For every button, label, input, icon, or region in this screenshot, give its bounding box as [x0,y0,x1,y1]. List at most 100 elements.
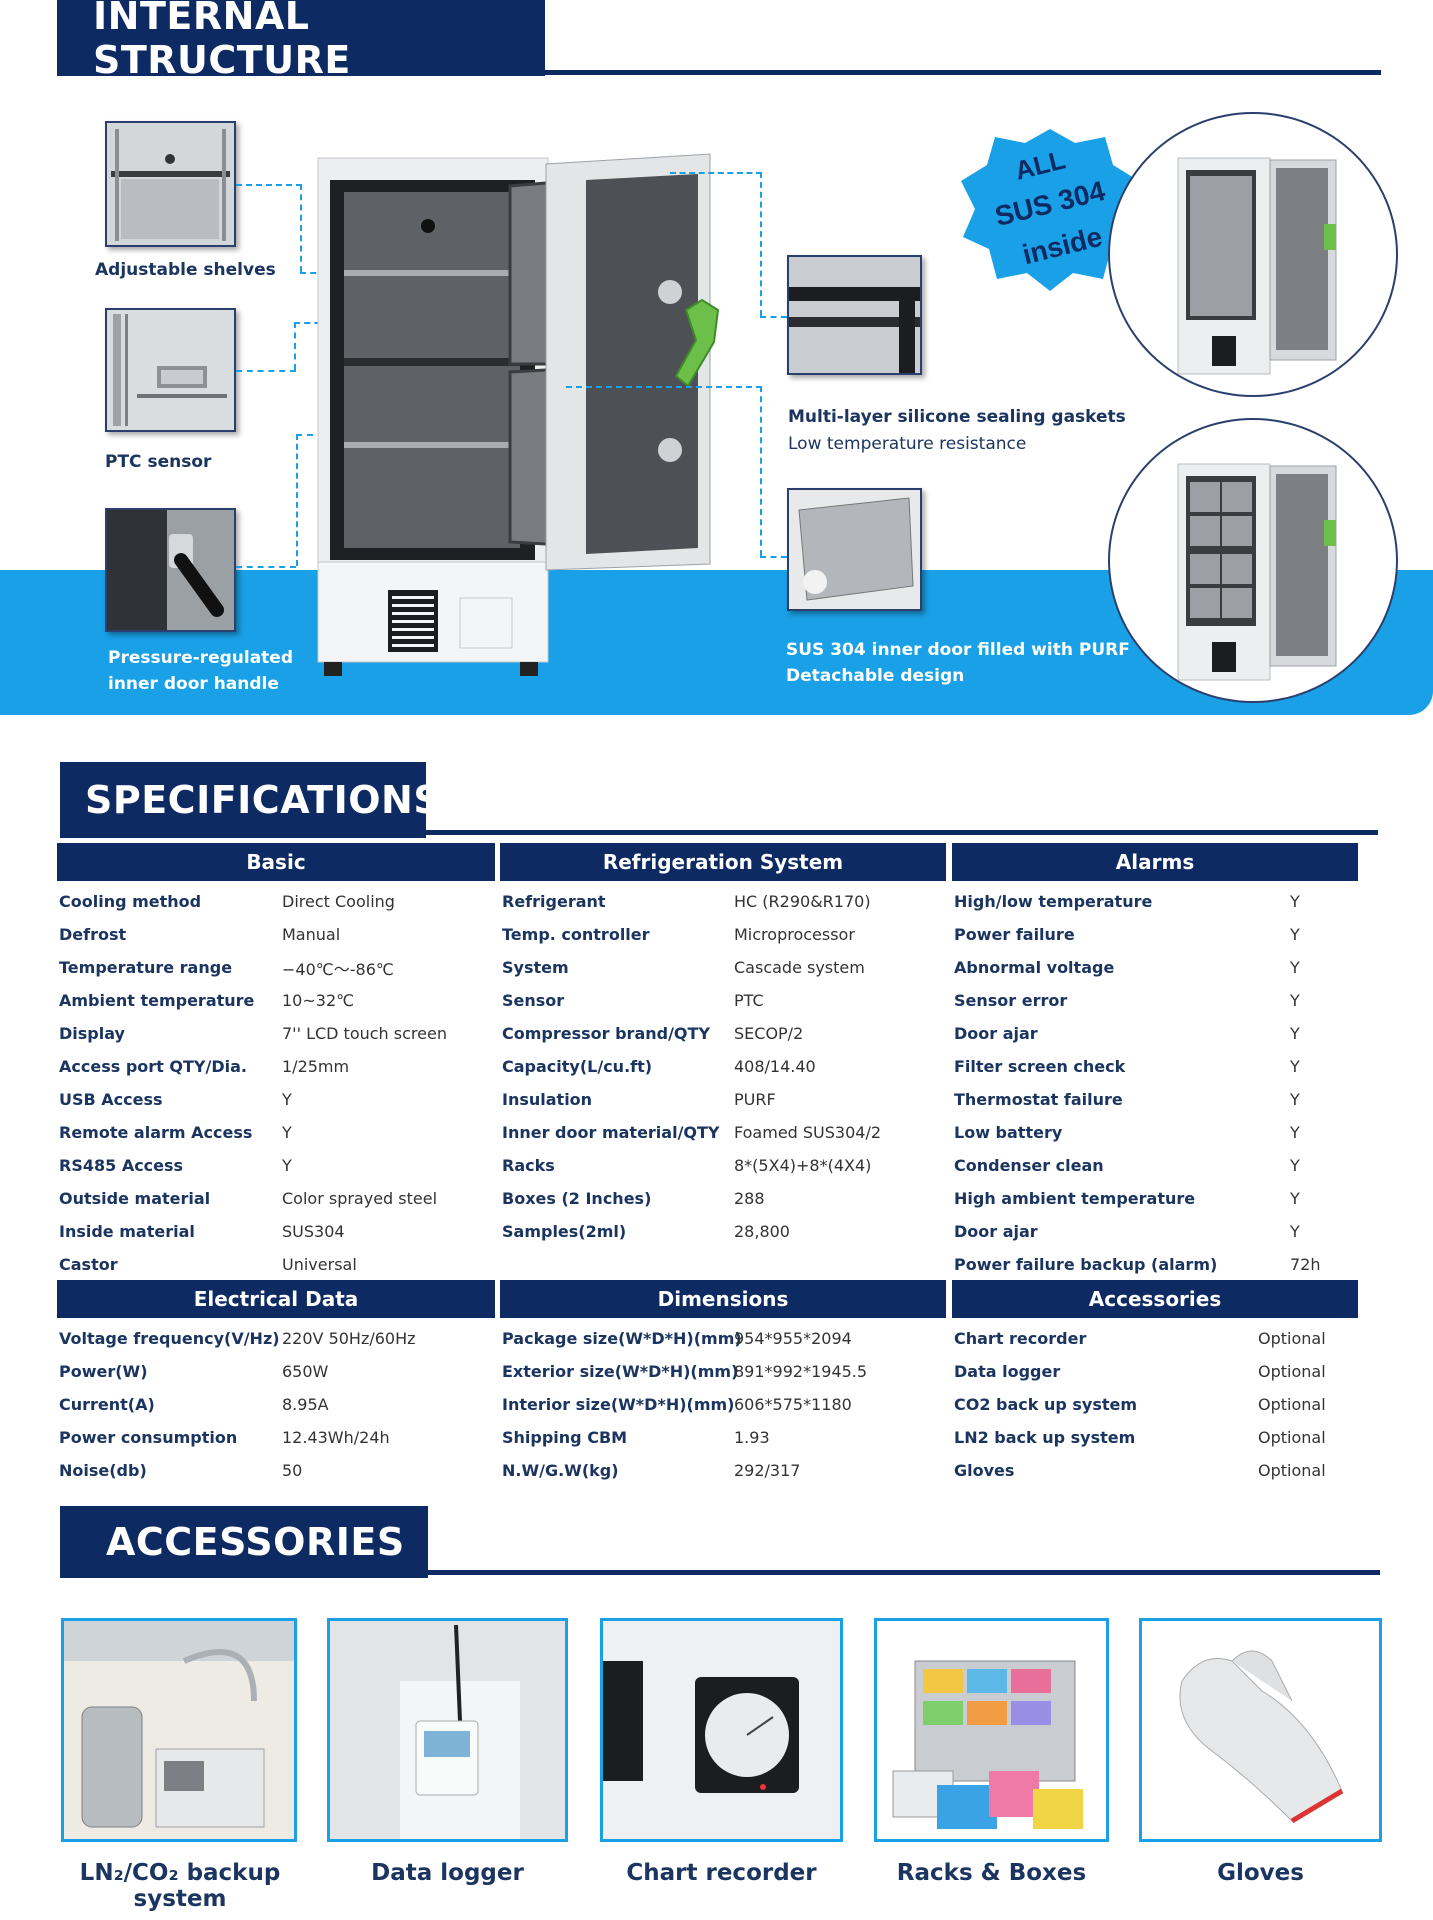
spec-value: Universal [282,1255,357,1274]
spec-heading-basic: Basic [57,843,495,881]
spec-value: 891*992*1945.5 [734,1362,868,1381]
shelves-caption: Adjustable shelves [95,260,276,280]
handle-caption-line2: inner door handle [108,674,279,694]
spec-label: Power(W) [59,1362,148,1381]
gasket-photo [787,255,922,375]
accessory-caption-racks-boxes: Racks & Boxes [896,1860,1087,1886]
spec-row: Power failure backup (alarm)72h [954,1248,1356,1281]
spec-label: Cooling method [59,892,202,911]
spec-label: Low battery [954,1123,1063,1142]
spec-label: N.W/G.W(kg) [502,1461,619,1480]
spec-value: Optional [1258,1395,1326,1414]
accessory-photo-chart-recorder [600,1618,843,1842]
spec-label: Interior size(W*D*H)(mm) [502,1395,735,1414]
spec-row: Voltage frequency(V/Hz)220V 50Hz/60Hz [59,1322,493,1355]
spec-label: Refrigerant [502,892,606,911]
spec-label: Power failure backup (alarm) [954,1255,1218,1274]
spec-row: Noise(db)50 [59,1454,493,1487]
spec-label: Sensor [502,991,565,1010]
spec-value: 1/25mm [282,1057,350,1076]
connector-door [566,386,762,388]
spec-value: Color sprayed steel [282,1189,438,1208]
spec-value: Optional [1258,1461,1326,1480]
spec-label: Temp. controller [502,925,650,944]
spec-value: −40℃～-86℃ [282,959,394,979]
spec-label: Outside material [59,1189,211,1208]
spec-label: Temperature range [59,958,233,977]
accessory-caption-gloves: Gloves [1217,1860,1304,1886]
spec-row: Temperature range −40℃～-86℃ [59,951,493,984]
spec-heading-accessories: Accessories [952,1280,1358,1318]
connector-handle [236,566,296,568]
spec-label: Remote alarm Access [59,1123,253,1142]
spec-value: 8.95A [282,1395,329,1414]
connector-handle-h2 [296,434,324,436]
spec-label: Thermostat failure [954,1090,1123,1109]
connector-shelves [236,184,302,186]
inner-door-caption-line2: Detachable design [786,666,965,686]
spec-value: Y [1290,1222,1300,1241]
spec-value: Manual [282,925,341,944]
freezer-illustration [317,153,720,676]
spec-row: USB Access Y [59,1083,493,1116]
spec-value: PTC [734,991,764,1010]
connector-door-v [760,386,762,556]
spec-label: Power failure [954,925,1075,944]
spec-label: Exterior size(W*D*H)(mm) [502,1362,739,1381]
spec-label: Racks [502,1156,555,1175]
spec-value: Microprocessor [734,925,855,944]
specifications-rule [370,830,1378,835]
spec-label: USB Access [59,1090,163,1109]
spec-value: Y [1290,1189,1300,1208]
spec-label: Insulation [502,1090,593,1109]
spec-heading-electrical: Electrical Data [57,1280,495,1318]
spec-row: N.W/G.W(kg)292/317 [502,1454,944,1487]
spec-row: Exterior size(W*D*H)(mm)891*992*1945.5 [502,1355,944,1388]
accessory-caption-data-logger: Data logger [371,1860,524,1886]
spec-label: Abnormal voltage [954,958,1115,977]
spec-row: Samples(2ml)28,800 [502,1215,944,1248]
spec-label: Capacity(L/cu.ft) [502,1057,653,1076]
spec-value: 288 [734,1189,765,1208]
spec-row: Door ajar Y [954,1017,1356,1050]
spec-row: Sensor PTC [502,984,944,1017]
spec-value: Y [1290,1024,1300,1043]
spec-value: 1.93 [734,1428,770,1447]
spec-label: Ambient temperature [59,991,255,1010]
accessory-photo-data-logger [327,1618,568,1842]
connector-handle-v [296,434,298,566]
inner-door-caption-line1: SUS 304 inner door filled with PURF [786,640,1130,660]
spec-label: Inner door material/QTY [502,1123,720,1142]
inner-door-photo [787,488,922,611]
spec-value: 12.43Wh/24h [282,1428,390,1447]
spec-row: Boxes (2 Inches) 288 [502,1182,944,1215]
spec-value: Y [282,1123,292,1142]
ptc-sensor-photo [105,308,236,432]
spec-row: Power consumption 12.43Wh/24h [59,1421,493,1454]
spec-value: SECOP/2 [734,1024,804,1043]
spec-value: Y [1290,958,1300,977]
connector-shelves-v [300,184,302,272]
spec-label: Door ajar [954,1024,1038,1043]
spec-value: Y [1290,991,1300,1010]
spec-value: Y [282,1090,292,1109]
spec-label: CO2 back up system [954,1395,1138,1414]
spec-row: Access port QTY/Dia.1/25mm [59,1050,493,1083]
spec-label: Boxes (2 Inches) [502,1189,652,1208]
spec-label: Compressor brand/QTY [502,1024,711,1043]
spec-value: 650W [282,1362,329,1381]
spec-label: Power consumption [59,1428,238,1447]
